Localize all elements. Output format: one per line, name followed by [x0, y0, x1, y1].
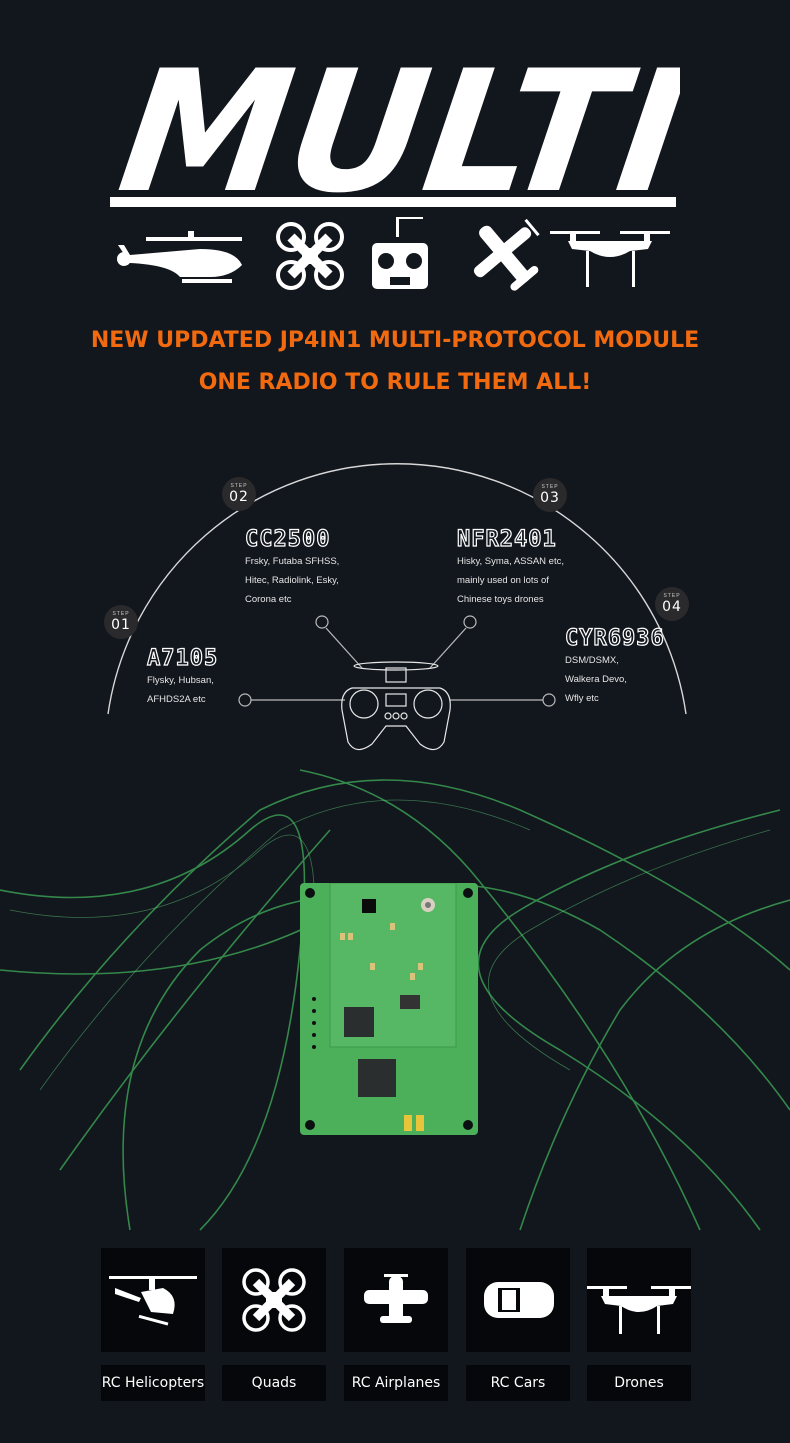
category-label-quads[interactable]: Quads	[222, 1365, 326, 1401]
chip-desc-line: Hisky, Syma, ASSAN etc,	[457, 556, 564, 567]
step-label: STEP	[230, 483, 248, 489]
step-number: 04	[662, 599, 682, 615]
airplane-icon	[473, 218, 540, 291]
step-label: STEP	[112, 611, 130, 617]
chip-desc-line: Walkera Devo,	[565, 674, 627, 685]
chip-name: A7105	[146, 645, 219, 671]
protocol-a7105: A7105 Flysky, Hubsan, AFHDS2A etc	[146, 645, 219, 709]
category-label-drones[interactable]: Drones	[587, 1365, 691, 1401]
chip-desc-line: Hitec, Radiolink, Esky,	[245, 575, 339, 586]
step-number: 02	[229, 489, 249, 505]
quadcopter-icon	[242, 1268, 306, 1332]
protocol-arc-diagram	[107, 463, 687, 751]
airplane-icon	[364, 1274, 428, 1323]
chip-desc-line: Chinese toys drones	[457, 594, 544, 605]
car-icon	[484, 1282, 554, 1318]
step-badge-01: STEP 01	[104, 605, 138, 639]
helicopter-icon	[109, 1276, 197, 1326]
chip-desc-line: Flysky, Hubsan,	[147, 675, 214, 686]
category-label-rc-airplanes[interactable]: RC Airplanes	[344, 1365, 448, 1401]
category-tile-drones[interactable]	[587, 1248, 691, 1352]
step-label: STEP	[663, 593, 681, 599]
protocol-cc2500: CC2500 Frsky, Futaba SFHSS, Hitec, Radio…	[244, 526, 340, 609]
step-label: STEP	[541, 484, 559, 490]
quadcopter-icon	[276, 222, 344, 290]
category-label-rc-helicopters[interactable]: RC Helicopters	[101, 1365, 205, 1401]
category-tile-rc-cars[interactable]	[466, 1248, 570, 1352]
chip-desc-line: mainly used on lots of	[457, 575, 549, 586]
step-badge-03: STEP 03	[533, 478, 567, 512]
chip-name: CC2500	[244, 526, 331, 552]
multi-protocol-module-pcb	[300, 883, 478, 1135]
top-icon-row	[117, 217, 670, 291]
protocol-cyr6936: CYR6936 DSM/DSMX, Walkera Devo, Wfly etc	[564, 625, 665, 708]
title-text: MULTI	[110, 62, 680, 202]
category-label-rc-cars[interactable]: RC Cars	[466, 1365, 570, 1401]
gamepad-transmitter-icon	[341, 661, 451, 751]
chip-desc-line: DSM/DSMX,	[565, 655, 619, 666]
helicopter-icon	[117, 231, 242, 283]
chip-desc-line: AFHDS2A etc	[147, 694, 206, 705]
step-number: 03	[540, 490, 560, 506]
headline-primary: NEW UPDATED JP4IN1 MULTI-PROTOCOL MODULE	[90, 328, 700, 353]
protocol-nfr2401: NFR2401 Hisky, Syma, ASSAN etc, mainly u…	[456, 526, 564, 609]
title-underline	[110, 197, 676, 207]
transmitter-icon	[372, 217, 428, 289]
step-badge-02: STEP 02	[222, 477, 256, 511]
drone-icon	[550, 231, 670, 287]
title-logo: MULTI	[109, 34, 697, 230]
headline-secondary: ONE RADIO TO RULE THEM ALL!	[198, 370, 592, 395]
chip-name: NFR2401	[456, 526, 557, 552]
chip-desc-line: Corona etc	[245, 594, 292, 605]
step-badge-04: STEP 04	[655, 587, 689, 621]
category-tile-quads[interactable]	[222, 1248, 326, 1352]
step-number: 01	[111, 617, 131, 633]
chip-name: CYR6936	[564, 625, 665, 651]
category-tile-rc-helicopters[interactable]	[101, 1248, 205, 1352]
arc-line	[107, 463, 687, 715]
chip-desc-line: Wfly etc	[565, 693, 599, 704]
category-tile-rc-airplanes[interactable]	[344, 1248, 448, 1352]
chip-desc-line: Frsky, Futaba SFHSS,	[245, 556, 340, 567]
drone-icon	[587, 1286, 691, 1334]
